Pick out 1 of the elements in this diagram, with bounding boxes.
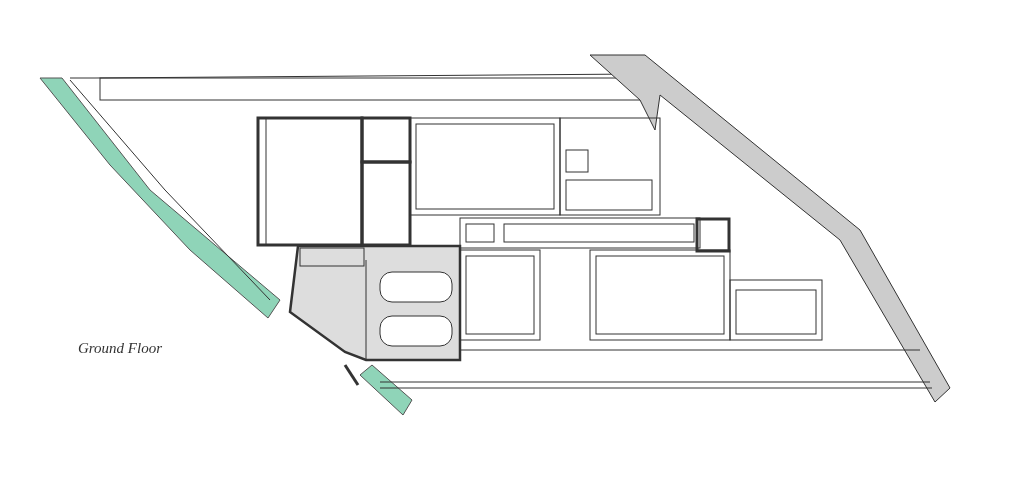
floor-label: Ground Floor (78, 340, 163, 357)
